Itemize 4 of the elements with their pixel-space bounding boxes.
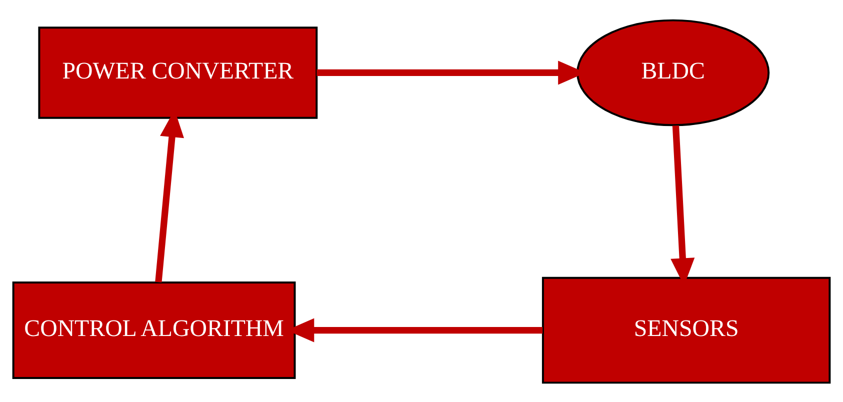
node-box: POWER CONVERTER: [38, 26, 318, 118]
node-ellipse: BLDC: [576, 18, 770, 126]
node-box: CONTROL ALGORITHM: [12, 280, 296, 379]
node-box: SENSORS: [542, 276, 831, 384]
